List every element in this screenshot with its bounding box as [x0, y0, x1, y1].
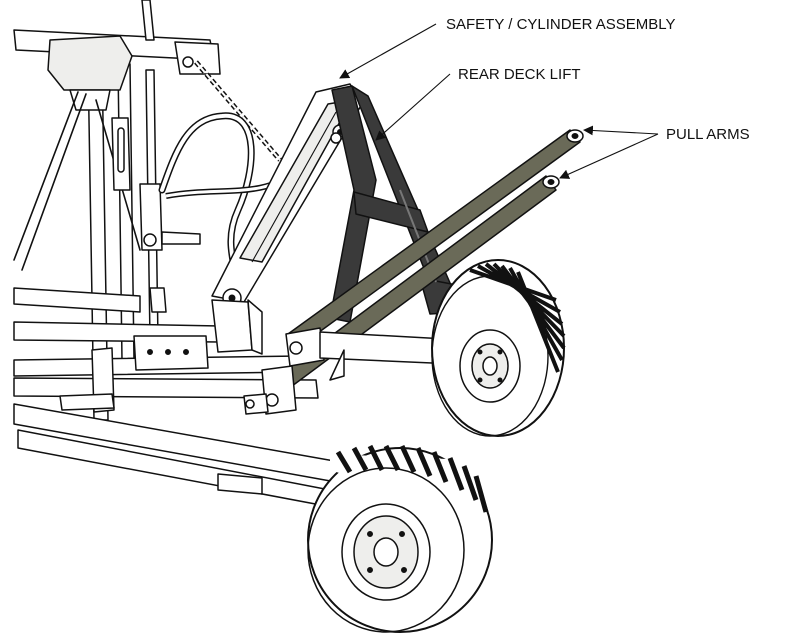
label-rear-deck-lift: REAR DECK LIFT — [458, 66, 581, 83]
arm-pivot-brackets — [243, 327, 325, 415]
label-safety-cylinder-assembly: SAFETY / CYLINDER ASSEMBLY — [446, 16, 676, 33]
pull-arm-upper — [287, 129, 584, 347]
callout-rear-deck-lift: REAR DECK LIFT — [375, 66, 581, 141]
rear-wheel — [431, 259, 566, 437]
rear-deck-lift — [329, 85, 463, 323]
lift-chain — [194, 60, 282, 162]
safety-cylinder-assembly — [211, 83, 363, 355]
label-pull-arms: PULL ARMS — [666, 126, 750, 143]
main-frame — [13, 0, 341, 507]
callout-pull-arms: PULL ARMS — [559, 125, 750, 179]
callout-safety-cylinder: SAFETY / CYLINDER ASSEMBLY — [339, 16, 676, 79]
front-wheel — [307, 444, 493, 633]
